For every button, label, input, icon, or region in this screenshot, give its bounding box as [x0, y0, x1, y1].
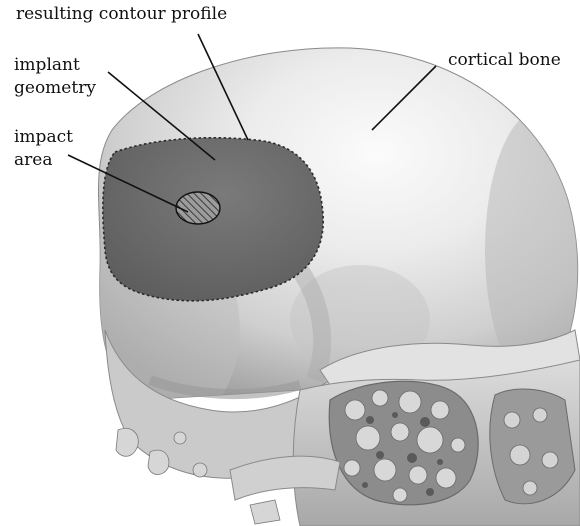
label-geometry: geometry: [14, 78, 96, 99]
label-resulting-contour-profile: resulting contour profile: [16, 4, 227, 25]
label-impact: impact: [14, 127, 73, 148]
label-area: area: [14, 150, 52, 171]
label-implant: implant: [14, 55, 80, 76]
impact-area-hatch: [176, 192, 220, 224]
label-cortical-bone: cortical bone: [448, 50, 561, 71]
